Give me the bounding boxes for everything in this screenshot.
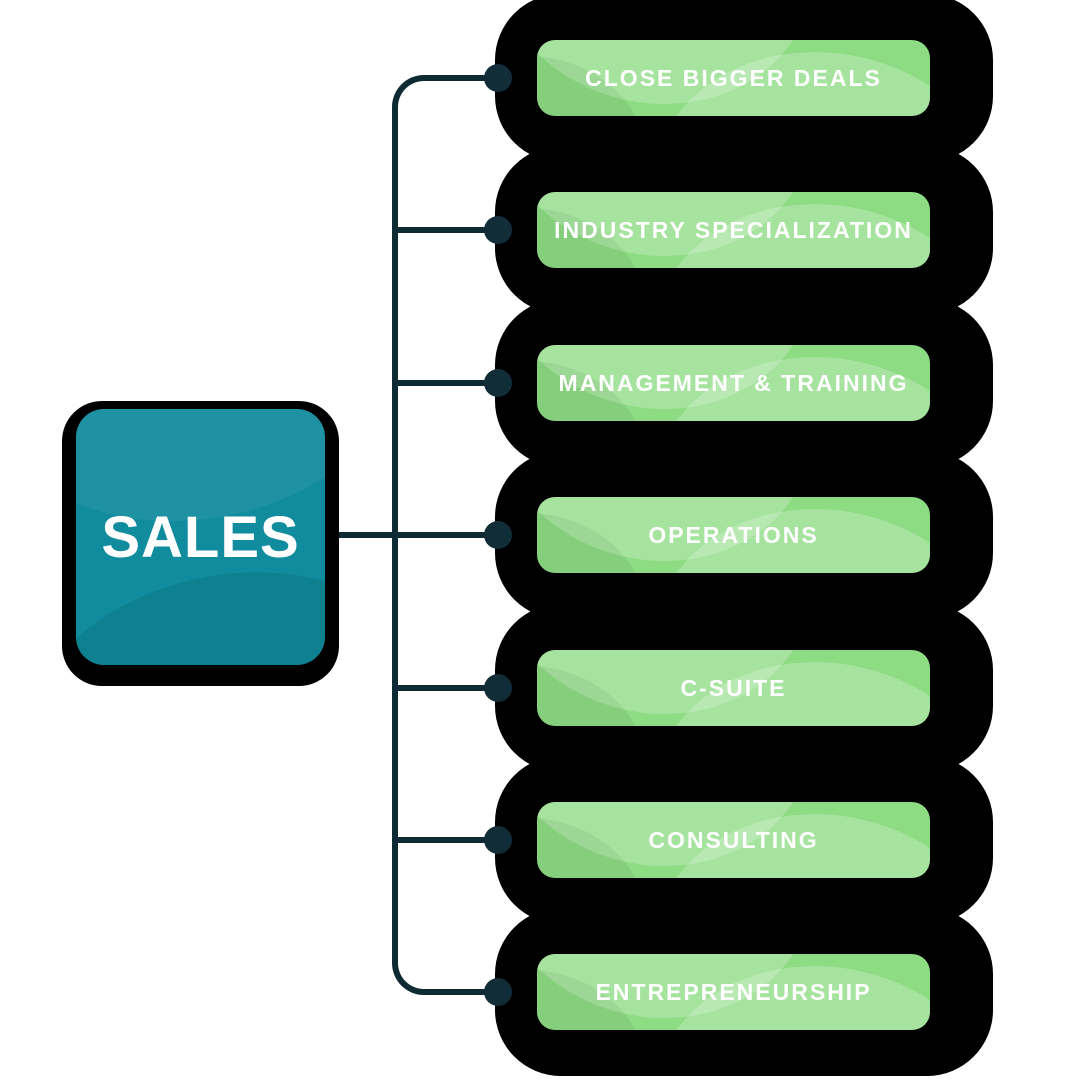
connector-dot (484, 64, 512, 92)
branch-label: OPERATIONS (648, 521, 819, 548)
branch-node: CONSULTING (484, 756, 993, 924)
branch-label: ENTREPRENEURSHIP (595, 978, 872, 1005)
connector-dot (484, 978, 512, 1006)
connector-dot (484, 216, 512, 244)
branch-node: INDUSTRY SPECIALIZATION (484, 146, 993, 314)
branch-pill: OPERATIONS (537, 497, 930, 573)
branch-pill: ENTREPRENEURSHIP (537, 954, 930, 1030)
connector-branch-line (392, 837, 498, 843)
branch-pill: MANAGEMENT & TRAINING (537, 345, 930, 421)
branch-node: CLOSE BIGGER DEALS (484, 0, 993, 162)
branch-node: OPERATIONS (484, 451, 993, 619)
branch-pill: INDUSTRY SPECIALIZATION (537, 192, 930, 268)
connector-dot (484, 674, 512, 702)
branch-label: MANAGEMENT & TRAINING (558, 369, 909, 396)
branch-pill: C-SUITE (537, 650, 930, 726)
root-label: SALES (101, 504, 300, 570)
connector-dot (484, 369, 512, 397)
branch-label: C-SUITE (680, 674, 787, 701)
branch-label: CLOSE BIGGER DEALS (585, 64, 882, 91)
branch-node: C-SUITE (484, 604, 993, 772)
wave-texture (537, 513, 647, 573)
branch-node: ENTREPRENEURSHIP (484, 908, 993, 1076)
connector-branch-line (392, 380, 498, 386)
branch-node: MANAGEMENT & TRAINING (484, 299, 993, 467)
wave-texture (537, 666, 647, 726)
connector-root-line (332, 532, 498, 538)
connector-dot (484, 826, 512, 854)
branch-label: CONSULTING (648, 826, 819, 853)
wave-texture (537, 818, 647, 878)
root-node: SALES (76, 409, 325, 665)
connector-branch-line (392, 685, 498, 691)
connector-dot (484, 521, 512, 549)
branch-pill: CONSULTING (537, 802, 930, 878)
connector-branch-line (392, 227, 498, 233)
branch-pill: CLOSE BIGGER DEALS (537, 40, 930, 116)
branch-label: INDUSTRY SPECIALIZATION (554, 216, 913, 243)
